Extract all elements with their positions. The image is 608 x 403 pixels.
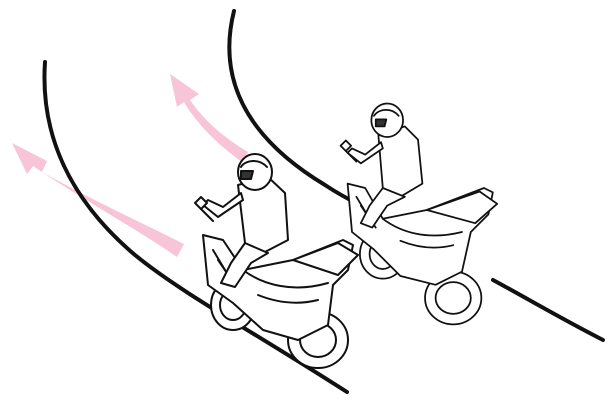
road-right-line [491, 278, 605, 342]
road-lines [42, 9, 605, 394]
road-middle-line [227, 9, 362, 207]
left-direction-arrow [12, 143, 184, 257]
road-left-line [42, 60, 349, 394]
direction-arrows [12, 74, 248, 257]
right-direction-arrow [170, 74, 248, 162]
scooter-rider-right [339, 102, 499, 326]
scooter-rider-left [194, 153, 359, 369]
